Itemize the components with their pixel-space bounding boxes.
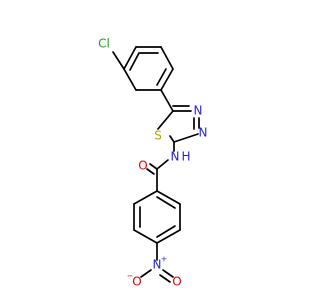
atom-amide-nitrogen: N [171, 150, 180, 164]
atom-sulfur: S [154, 129, 162, 143]
molecule-diagram: Cl S N N N H O N + O − O [98, 37, 208, 289]
bond-c-o-1 [149, 163, 158, 170]
bond [173, 133, 199, 143]
bond [123, 46, 137, 70]
atom-nitrogen-ring-upper: N [194, 104, 203, 118]
structure-svg: Cl S N N N H O N + O − O [98, 37, 208, 289]
bond-inner [156, 225, 176, 238]
bond [156, 229, 181, 244]
charge-nitro-oxygen-left: − [127, 272, 134, 281]
bond [169, 135, 175, 143]
bond [133, 190, 158, 205]
atom-nitro-nitrogen: N [153, 258, 162, 272]
bond [133, 229, 158, 244]
charge-nitro-nitrogen: + [161, 255, 168, 264]
bond-aryl-thiadiazole [160, 89, 174, 112]
bond-c-o-2 [146, 168, 155, 175]
atom-nitro-oxygen-right: O [172, 275, 181, 289]
nitrophenyl-ring [133, 190, 181, 244]
bond [157, 110, 174, 130]
bond-n-o-right-1 [162, 269, 174, 278]
atom-amide-hydrogen: H [181, 150, 190, 164]
bond-inner [156, 68, 167, 86]
bond-n-o-left [140, 269, 152, 278]
bond [160, 46, 174, 70]
thiadiazole-ring [157, 105, 200, 143]
atom-chlorine: Cl [98, 37, 110, 51]
atom-nitrogen-ring-lower: N [199, 126, 208, 140]
bond [160, 68, 174, 91]
bond [156, 190, 181, 205]
bond [123, 68, 137, 91]
bond-c-cl [112, 51, 125, 70]
bond-inner [129, 52, 140, 71]
bond-n-o-right-2 [159, 274, 171, 283]
chlorophenyl-ring [123, 46, 174, 91]
atom-carbonyl-oxygen: O [138, 159, 147, 173]
bond-inner [156, 196, 176, 209]
atom-nitro-oxygen-left: O [132, 275, 141, 289]
bond-nh-carbonyl [156, 159, 169, 170]
